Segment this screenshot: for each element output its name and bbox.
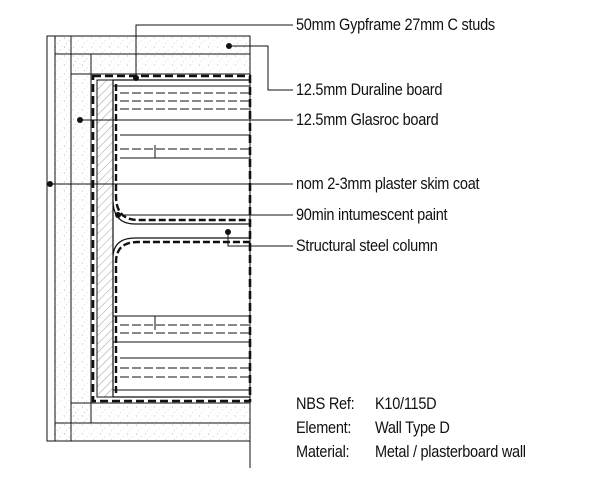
leader-dots [47,43,232,235]
c-studs-bottom [113,315,250,391]
ref-element-value: Wall Type D [375,419,450,437]
steel-column-profile [112,79,250,398]
ref-nbs-key: NBS Ref: [296,395,355,413]
label-plaster-skim: nom 2-3mm plaster skim coat [296,175,480,193]
board-return-bottom [54,422,251,442]
board-return-top [54,35,251,55]
intumescent-paint-line [114,84,250,393]
glasroc-board-bottom [70,402,251,424]
ref-nbs-value: K10/115D [375,395,437,413]
ref-material-key: Material: [296,443,350,461]
column-flange [96,79,114,398]
label-c-studs: 50mm Gypframe 27mm C studs [296,16,495,34]
outer-edge-board [46,35,56,442]
ref-material-value: Metal / plasterboard wall [375,443,526,461]
leader-lines [50,24,293,247]
c-studs-top [113,85,250,159]
outer-board-left [54,35,72,442]
glasroc-board-left [70,53,92,424]
glasroc-board-top [70,53,251,75]
label-intumescent-paint: 90min intumescent paint [296,206,448,224]
label-glasroc-board: 12.5mm Glasroc board [296,111,439,129]
label-steel-column: Structural steel column [296,237,438,255]
ref-element-key: Element: [296,419,352,437]
label-duraline-board: 12.5mm Duraline board [296,81,443,99]
